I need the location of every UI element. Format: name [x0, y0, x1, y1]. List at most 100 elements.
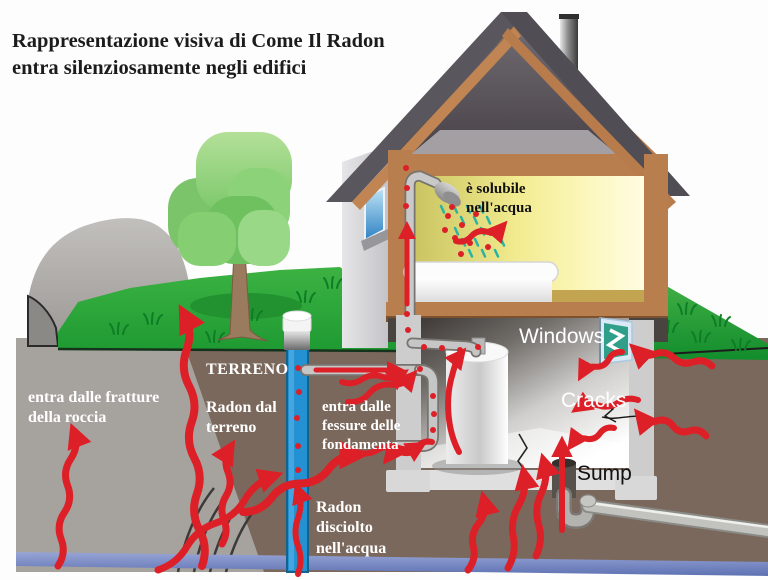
- label-terreno: TERRENO: [206, 361, 289, 378]
- wall-trim-right: [644, 154, 668, 322]
- room-floor-strip: [540, 290, 644, 304]
- radon-particle-dot: [294, 415, 300, 421]
- water-spray-dash: [453, 226, 460, 236]
- label-radon-dissolved: Radon disciolto nell'acqua: [316, 499, 387, 557]
- footing-left: [386, 470, 430, 492]
- rock-outcrop-shadow-face: [27, 294, 60, 347]
- radon-particle-dot: [430, 393, 436, 399]
- radon-particle-dot: [439, 345, 445, 351]
- water-spray-dash: [493, 248, 500, 258]
- radon-arrow: [292, 482, 313, 577]
- radon-arrow: [154, 468, 284, 574]
- radon-particle-dot: [467, 240, 473, 246]
- radon-arrow: [211, 439, 236, 548]
- radon-particle-dot: [475, 344, 481, 350]
- radon-arrow: [453, 220, 508, 245]
- radon-arrow: [239, 440, 369, 516]
- roof-left-slope: [326, 12, 527, 202]
- radon-arrow: [578, 348, 625, 382]
- tree: [168, 132, 292, 342]
- upstairs-window: [364, 186, 385, 242]
- shower-head-face: [443, 191, 461, 207]
- radon-particle-dot: [431, 411, 437, 417]
- water-spray-dash: [439, 204, 446, 214]
- roof-right-slope: [501, 12, 690, 196]
- grass-tuft: [296, 290, 316, 303]
- radon-particle-dot: [295, 467, 301, 473]
- floor-beam: [386, 302, 668, 320]
- bathtub-body: [410, 278, 552, 306]
- tree-foliage: [168, 132, 292, 266]
- attic-ceiling: [404, 130, 624, 160]
- drain-pipe: [583, 501, 768, 536]
- radon-arrow: [571, 391, 641, 413]
- water-spray-dash: [473, 237, 480, 247]
- well-highlight: [289, 350, 294, 570]
- radon-particle-dot: [488, 230, 494, 236]
- well: [282, 310, 312, 573]
- label-rock-fractures: entra dalle fratture della roccia: [28, 389, 160, 427]
- roof-fascia-right: [502, 28, 676, 209]
- radon-arrow: [567, 424, 617, 451]
- bedrock-cross-section: [16, 338, 264, 572]
- radon-arrows: [54, 220, 716, 577]
- footing-right: [615, 476, 657, 500]
- label-windows: Windows: [519, 325, 605, 348]
- attic-interior: [362, 24, 666, 164]
- radon-particle-dot: [404, 185, 410, 191]
- grass-tuft: [143, 312, 163, 325]
- soil-edge-line-left: [57, 347, 397, 353]
- grass-tuft: [205, 330, 225, 343]
- radon-particle-dot: [449, 204, 455, 210]
- radon-particle-dot: [405, 327, 411, 333]
- well-cap-top: [282, 310, 312, 322]
- water-spray-dash: [480, 248, 487, 258]
- radon-particle-dot: [442, 227, 448, 233]
- water-pipe-in-wall: [406, 172, 440, 348]
- grass-tuft: [691, 330, 711, 343]
- grass-tuft: [731, 338, 751, 351]
- page-title: Rappresentazione visiva di Come Il Radon…: [12, 28, 452, 81]
- water-spray-dash: [467, 248, 474, 258]
- radon-arrow: [178, 304, 209, 570]
- radon-arrow: [464, 490, 500, 574]
- radon-particle-dot: [457, 347, 463, 353]
- radon-arrow: [382, 438, 435, 465]
- label-radon-from-soil: Radon dal terreno: [206, 399, 277, 437]
- window-sill: [361, 229, 391, 251]
- grass-tuft: [711, 314, 731, 327]
- house: [326, 12, 690, 350]
- label-sump: Sump: [577, 462, 632, 485]
- radon-particle-dot: [417, 366, 423, 372]
- grass-tuft: [323, 276, 343, 289]
- water-spray-dash: [478, 204, 485, 214]
- radon-particle-dot: [459, 222, 465, 228]
- radon-particles: [294, 165, 494, 473]
- tree-trunk: [217, 251, 269, 342]
- radon-particle-dot: [473, 211, 479, 217]
- label-soluble-in-water: è solubile nell'acqua: [466, 181, 532, 217]
- radon-particle-dot: [485, 244, 491, 250]
- radon-particle-dot: [430, 427, 436, 433]
- drain-pipe-highlight: [589, 501, 768, 529]
- radon-particle-dot: [403, 165, 409, 171]
- title-line-1: Rappresentazione visiva di Come Il Radon: [12, 30, 385, 52]
- radon-arrow: [532, 452, 561, 560]
- grass-tuft: [109, 322, 129, 335]
- radon-arrow: [633, 408, 710, 440]
- radon-particle-dot: [295, 443, 301, 449]
- radon-particle-dot: [404, 311, 410, 317]
- drain-joint: [579, 494, 597, 508]
- radon-particle-dot: [421, 344, 427, 350]
- label-cracks: Cracks: [561, 389, 627, 412]
- radon-particle-dot: [452, 235, 458, 241]
- water-spray-dash: [472, 215, 479, 225]
- gable-base-beam: [368, 154, 658, 176]
- window-glare: [605, 328, 626, 353]
- grass-tuft: [677, 302, 697, 315]
- radon-particle-dot: [296, 389, 302, 395]
- label-foundation-cracks: entra dalle fessure delle fondamenta: [322, 399, 401, 454]
- radon-particle-dot: [445, 213, 451, 219]
